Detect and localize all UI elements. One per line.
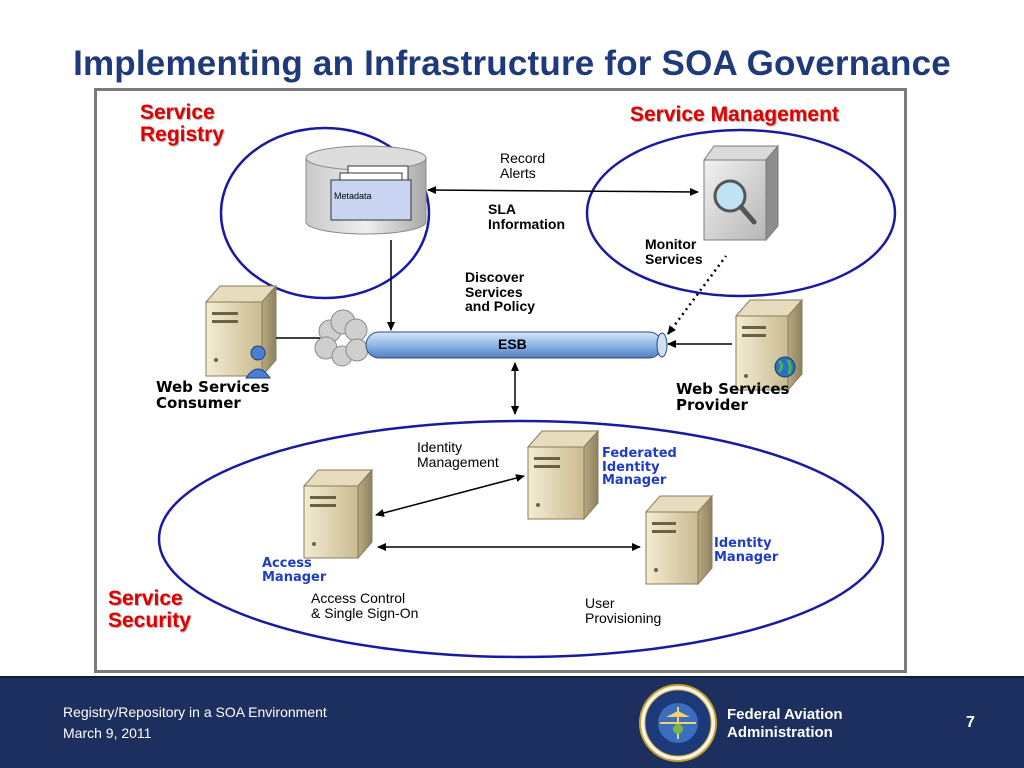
web-services-provider-label: Web Services Provider: [676, 380, 790, 414]
access-manager-server-icon: [302, 468, 374, 560]
page-number: 7: [966, 714, 975, 731]
sla-information-label: SLA Information: [488, 201, 565, 232]
identity-manager-label: Identity Manager: [714, 536, 779, 565]
identity-manager-server-icon: [644, 494, 714, 586]
monitor-services-label: Monitor Services: [645, 236, 703, 267]
footer-presentation-title: Registry/Repository in a SOA Environment: [63, 704, 327, 720]
service-security-label: Service Security: [108, 587, 191, 633]
metadata-label: Metadata: [334, 191, 372, 201]
access-manager-label: Access Manager: [262, 556, 327, 585]
access-control-label: Access Control & Single Sign-On: [311, 590, 419, 621]
service-security-zone: [157, 419, 885, 659]
footer-org-line2: Administration: [727, 724, 833, 741]
service-registry-zone: [219, 126, 431, 300]
web-services-consumer-label: Web Services Consumer: [156, 378, 270, 412]
web-services-provider-server-icon: [734, 298, 804, 392]
record-alerts-label: Record Alerts: [500, 150, 546, 181]
slide-title: Implementing an Infrastructure for SOA G…: [73, 44, 951, 83]
federated-identity-manager-label: Federated Identity Manager: [602, 446, 677, 489]
monitor-magnifier-icon: [703, 144, 780, 242]
esb-bus: [365, 331, 668, 359]
registry-monitor-arrow: [427, 186, 699, 196]
user-provisioning-label: User Provisioning: [585, 595, 662, 626]
access-to-federated-arrow: [375, 474, 525, 517]
footer-bar: [0, 676, 1024, 768]
faa-seal-logo: [639, 684, 717, 762]
esb-label: ESB: [498, 336, 527, 352]
esb-monitor-dotted-arrow: [666, 255, 728, 335]
metadata-database-icon: [305, 145, 427, 235]
service-management-zone: [585, 128, 897, 298]
footer-divider: [0, 676, 1024, 678]
service-management-label: Service Management: [630, 103, 839, 126]
web-services-consumer-server-icon: [204, 284, 278, 379]
service-registry-label: Service Registry: [140, 101, 225, 147]
network-cloud-icon: [314, 309, 369, 367]
discover-services-label: Discover Services and Policy: [465, 269, 536, 315]
footer-org-line1: Federal Aviation: [727, 706, 843, 723]
footer-date: March 9, 2011: [63, 725, 152, 741]
identity-management-label: Identity Management: [417, 439, 499, 470]
federated-identity-manager-server-icon: [526, 429, 600, 521]
